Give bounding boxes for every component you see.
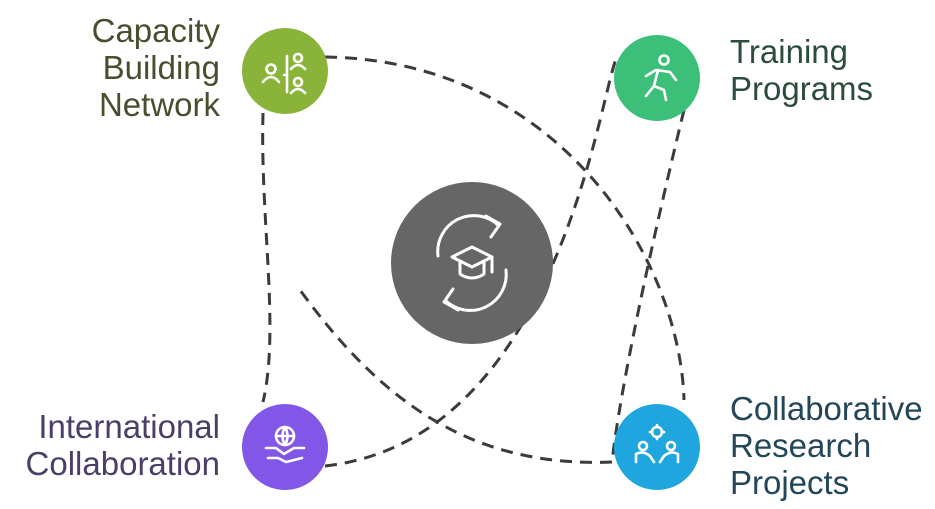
label-international-collaboration: International Collaboration [26, 408, 220, 482]
node-international-collaboration [242, 404, 328, 490]
connector-capacity-to-international [261, 112, 272, 403]
label-collaborative-research: Collaborative Research Projects [730, 390, 923, 501]
node-circle [614, 404, 700, 490]
network-people-icon [261, 52, 307, 95]
graduation-cap-cycle-icon [436, 214, 508, 312]
center-node [391, 182, 553, 344]
node-circle [242, 404, 328, 490]
connector-capacity-to-research [324, 55, 686, 401]
research-team-icon [634, 423, 680, 464]
label-line: Research [730, 427, 872, 464]
label-line: Collaborative [730, 390, 923, 427]
node-collaborative-research [614, 404, 700, 490]
node-training-programs [614, 35, 700, 121]
label-line: Projects [730, 464, 850, 501]
node-capacity-building [242, 28, 328, 114]
globe-handshake-icon [264, 425, 306, 464]
connector-training-to-research [610, 109, 686, 463]
node-circle [242, 28, 328, 114]
label-line: Training [730, 33, 848, 70]
person-exercise-icon [644, 54, 678, 102]
label-line: Building [102, 49, 220, 86]
label-line: Programs [730, 70, 874, 107]
connector-international-to-training [324, 56, 619, 468]
label-line: Network [98, 86, 220, 123]
label-training-programs: Training Programs [730, 33, 873, 107]
center-circle [391, 182, 553, 344]
connector-research-loop [298, 289, 613, 464]
label-line: Capacity [91, 12, 220, 49]
label-line: Collaboration [25, 445, 220, 482]
label-line: International [38, 408, 220, 445]
label-capacity-building: Capacity Building Network [92, 12, 220, 123]
